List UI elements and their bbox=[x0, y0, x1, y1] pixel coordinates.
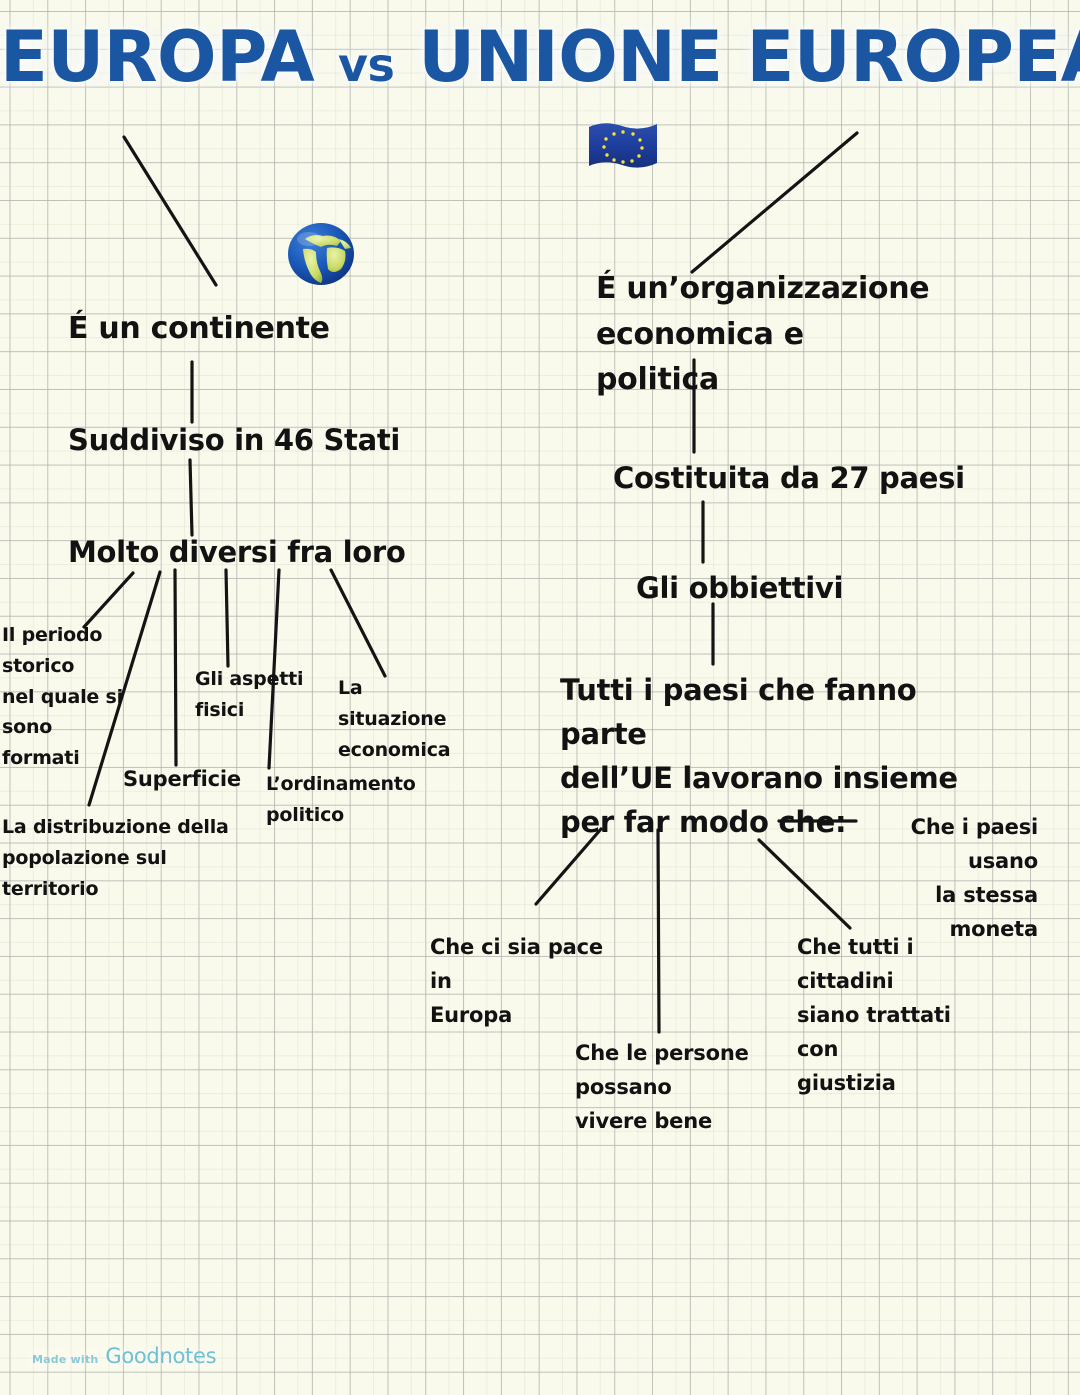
title-part-europa: EUROPA bbox=[0, 16, 315, 98]
watermark-brand: Goodnotes bbox=[105, 1344, 217, 1368]
leaf-che-ci-sia-pace: Che ci sia pace in Europa bbox=[430, 935, 603, 1028]
leaf-vivere-bene: Che le persone possano vivere bene bbox=[575, 1041, 749, 1134]
watermark-prefix: Made with bbox=[32, 1353, 99, 1366]
node-lavorano-insieme: Tutti i paesi che fanno parte dell’UE la… bbox=[560, 673, 958, 840]
leaf-il-periodo-storico: Il periodo storico nel quale si sono for… bbox=[2, 624, 123, 770]
connector-title-to-continente bbox=[122, 135, 218, 287]
leaf-stessa-moneta: Che i paesi usano la stessa moneta bbox=[910, 815, 1039, 942]
page-title: EUROPA vs UNIONE EUROPEA bbox=[0, 22, 1080, 92]
leaf-ordinamento-politico: L’ordinamento politico bbox=[266, 773, 416, 826]
node-gli-obbiettivi: Gli obbiettivi bbox=[636, 571, 844, 605]
goodnotes-watermark: Made with Goodnotes bbox=[32, 1344, 217, 1368]
connector-diversi-to-situazione-economica bbox=[329, 568, 387, 678]
title-part-unione-europea: UNIONE EUROPEA bbox=[418, 16, 1080, 98]
connector-lavorano-to-vivere-bene bbox=[656, 828, 661, 1034]
connector-title-to-organizzazione bbox=[690, 131, 859, 274]
node-molto-diversi-fra-loro: Molto diversi fra loro bbox=[68, 535, 406, 569]
european-union-flag-icon bbox=[589, 123, 657, 168]
connector-lavorano-to-giustizia bbox=[757, 838, 852, 930]
node-e-un-organizzazione: É un’organizzazione economica e politica bbox=[596, 271, 930, 398]
connector-diversi-to-superficie bbox=[173, 568, 178, 767]
leaf-la-situazione-economica: La situazione economica bbox=[338, 677, 451, 761]
connector-diversi-to-periodo-storico bbox=[82, 571, 135, 629]
node-e-un-continente: É un continente bbox=[68, 311, 330, 346]
leaf-distribuzione-popolazione: La distribuzione della popolazione sul t… bbox=[2, 816, 229, 900]
connector-diversi-to-aspetti-fisici bbox=[224, 568, 230, 668]
leaf-gli-aspetti-fisici: Gli aspetti fisici bbox=[195, 668, 304, 721]
title-vs: vs bbox=[338, 38, 395, 92]
node-suddiviso-in-46-stati: Suddiviso in 46 Stati bbox=[68, 423, 401, 457]
leaf-superficie: Superficie bbox=[123, 767, 241, 791]
globe-europe-africa-icon bbox=[288, 223, 354, 285]
node-costituita-da-27-paesi: Costituita da 27 paesi bbox=[613, 461, 965, 495]
leaf-giustizia: Che tutti i cittadini siano trattati con… bbox=[797, 935, 951, 1096]
connector-stati-to-diversi bbox=[188, 458, 194, 537]
